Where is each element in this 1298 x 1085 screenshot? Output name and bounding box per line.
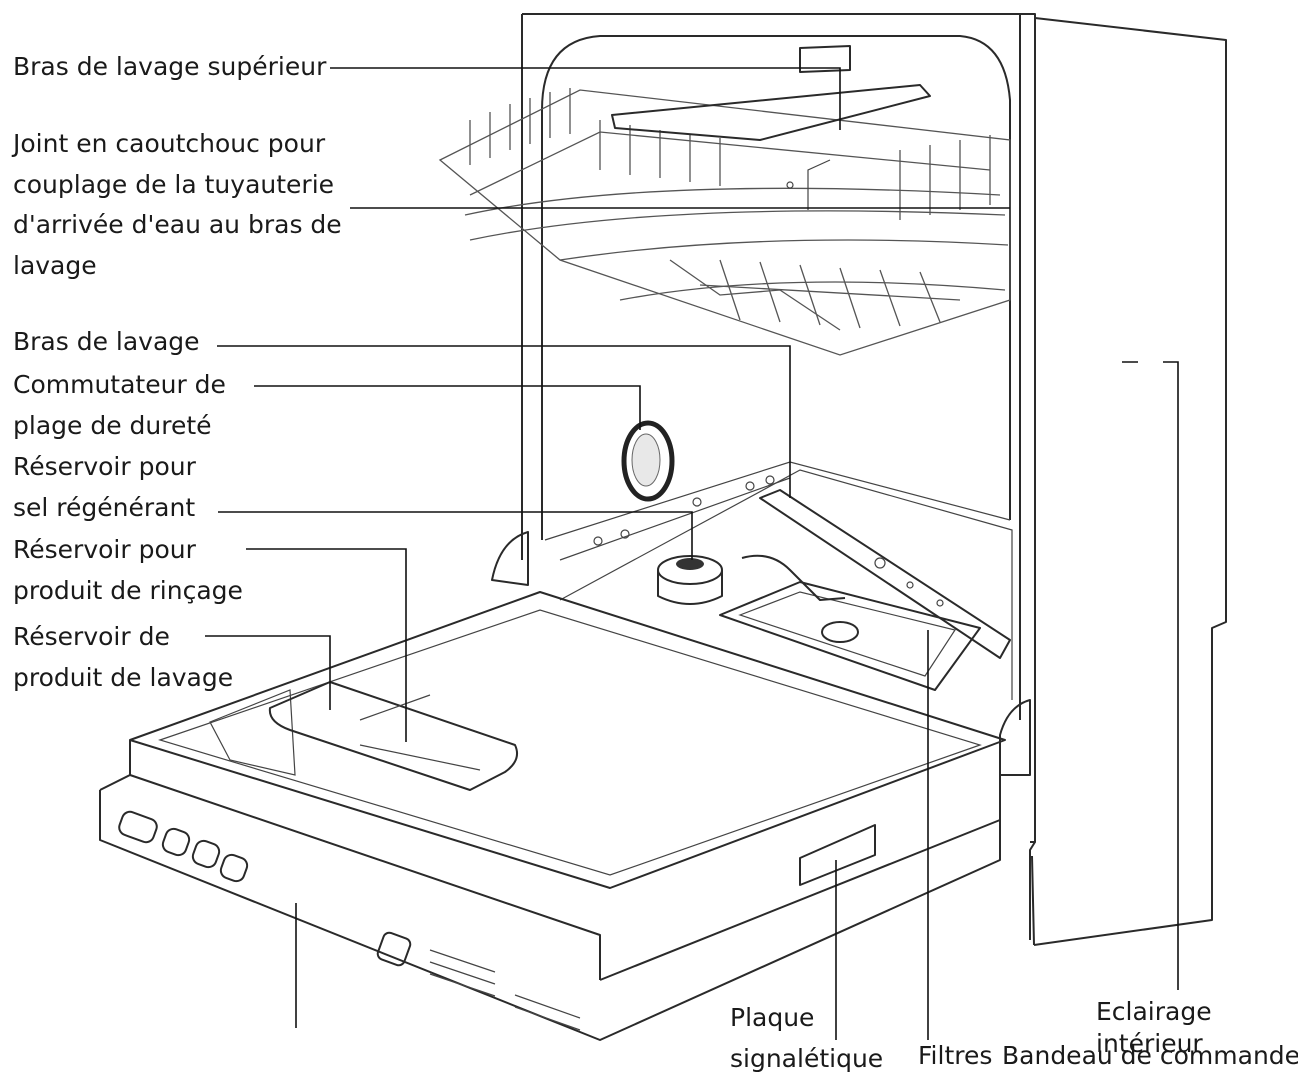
label-upper-spray-arm: Bras de lavage supérieur	[13, 52, 327, 81]
label-control-panel: Bandeau de commande	[1002, 1041, 1298, 1070]
leader-lines	[205, 67, 1179, 1040]
leader-rinse-aid-reservoir	[246, 548, 407, 742]
leader-detergent-reservoir	[205, 635, 331, 710]
upper-basket	[438, 45, 1011, 356]
label-filters: Filtres	[918, 1041, 993, 1070]
label-detergent-reservoir: Réservoir de produit de lavage	[13, 622, 234, 692]
label-rating-plate: Plaque signalétique	[730, 1003, 884, 1073]
label-hardness-switch: Commutateur de plage de dureté	[13, 370, 226, 440]
label-spray-arm: Bras de lavage	[13, 327, 200, 356]
leader-hardness-switch	[254, 385, 641, 430]
leader-salt-reservoir	[218, 511, 693, 560]
label-rubber-seal: Joint en caoutchouc pour couplage de la …	[13, 129, 342, 280]
label-salt-reservoir: Réservoir pour sel régénérant	[13, 452, 196, 522]
basket-tines	[469, 88, 991, 329]
dishwasher-body	[99, 13, 1227, 1041]
leader-upper-spray-arm	[330, 67, 841, 130]
label-rinse-aid-reservoir: Réservoir pour produit de rinçage	[13, 535, 243, 605]
label-interior-light: Eclairage intérieur	[1096, 997, 1212, 1058]
leader-interior-light	[1122, 361, 1179, 990]
leader-spray-arm	[217, 345, 791, 498]
